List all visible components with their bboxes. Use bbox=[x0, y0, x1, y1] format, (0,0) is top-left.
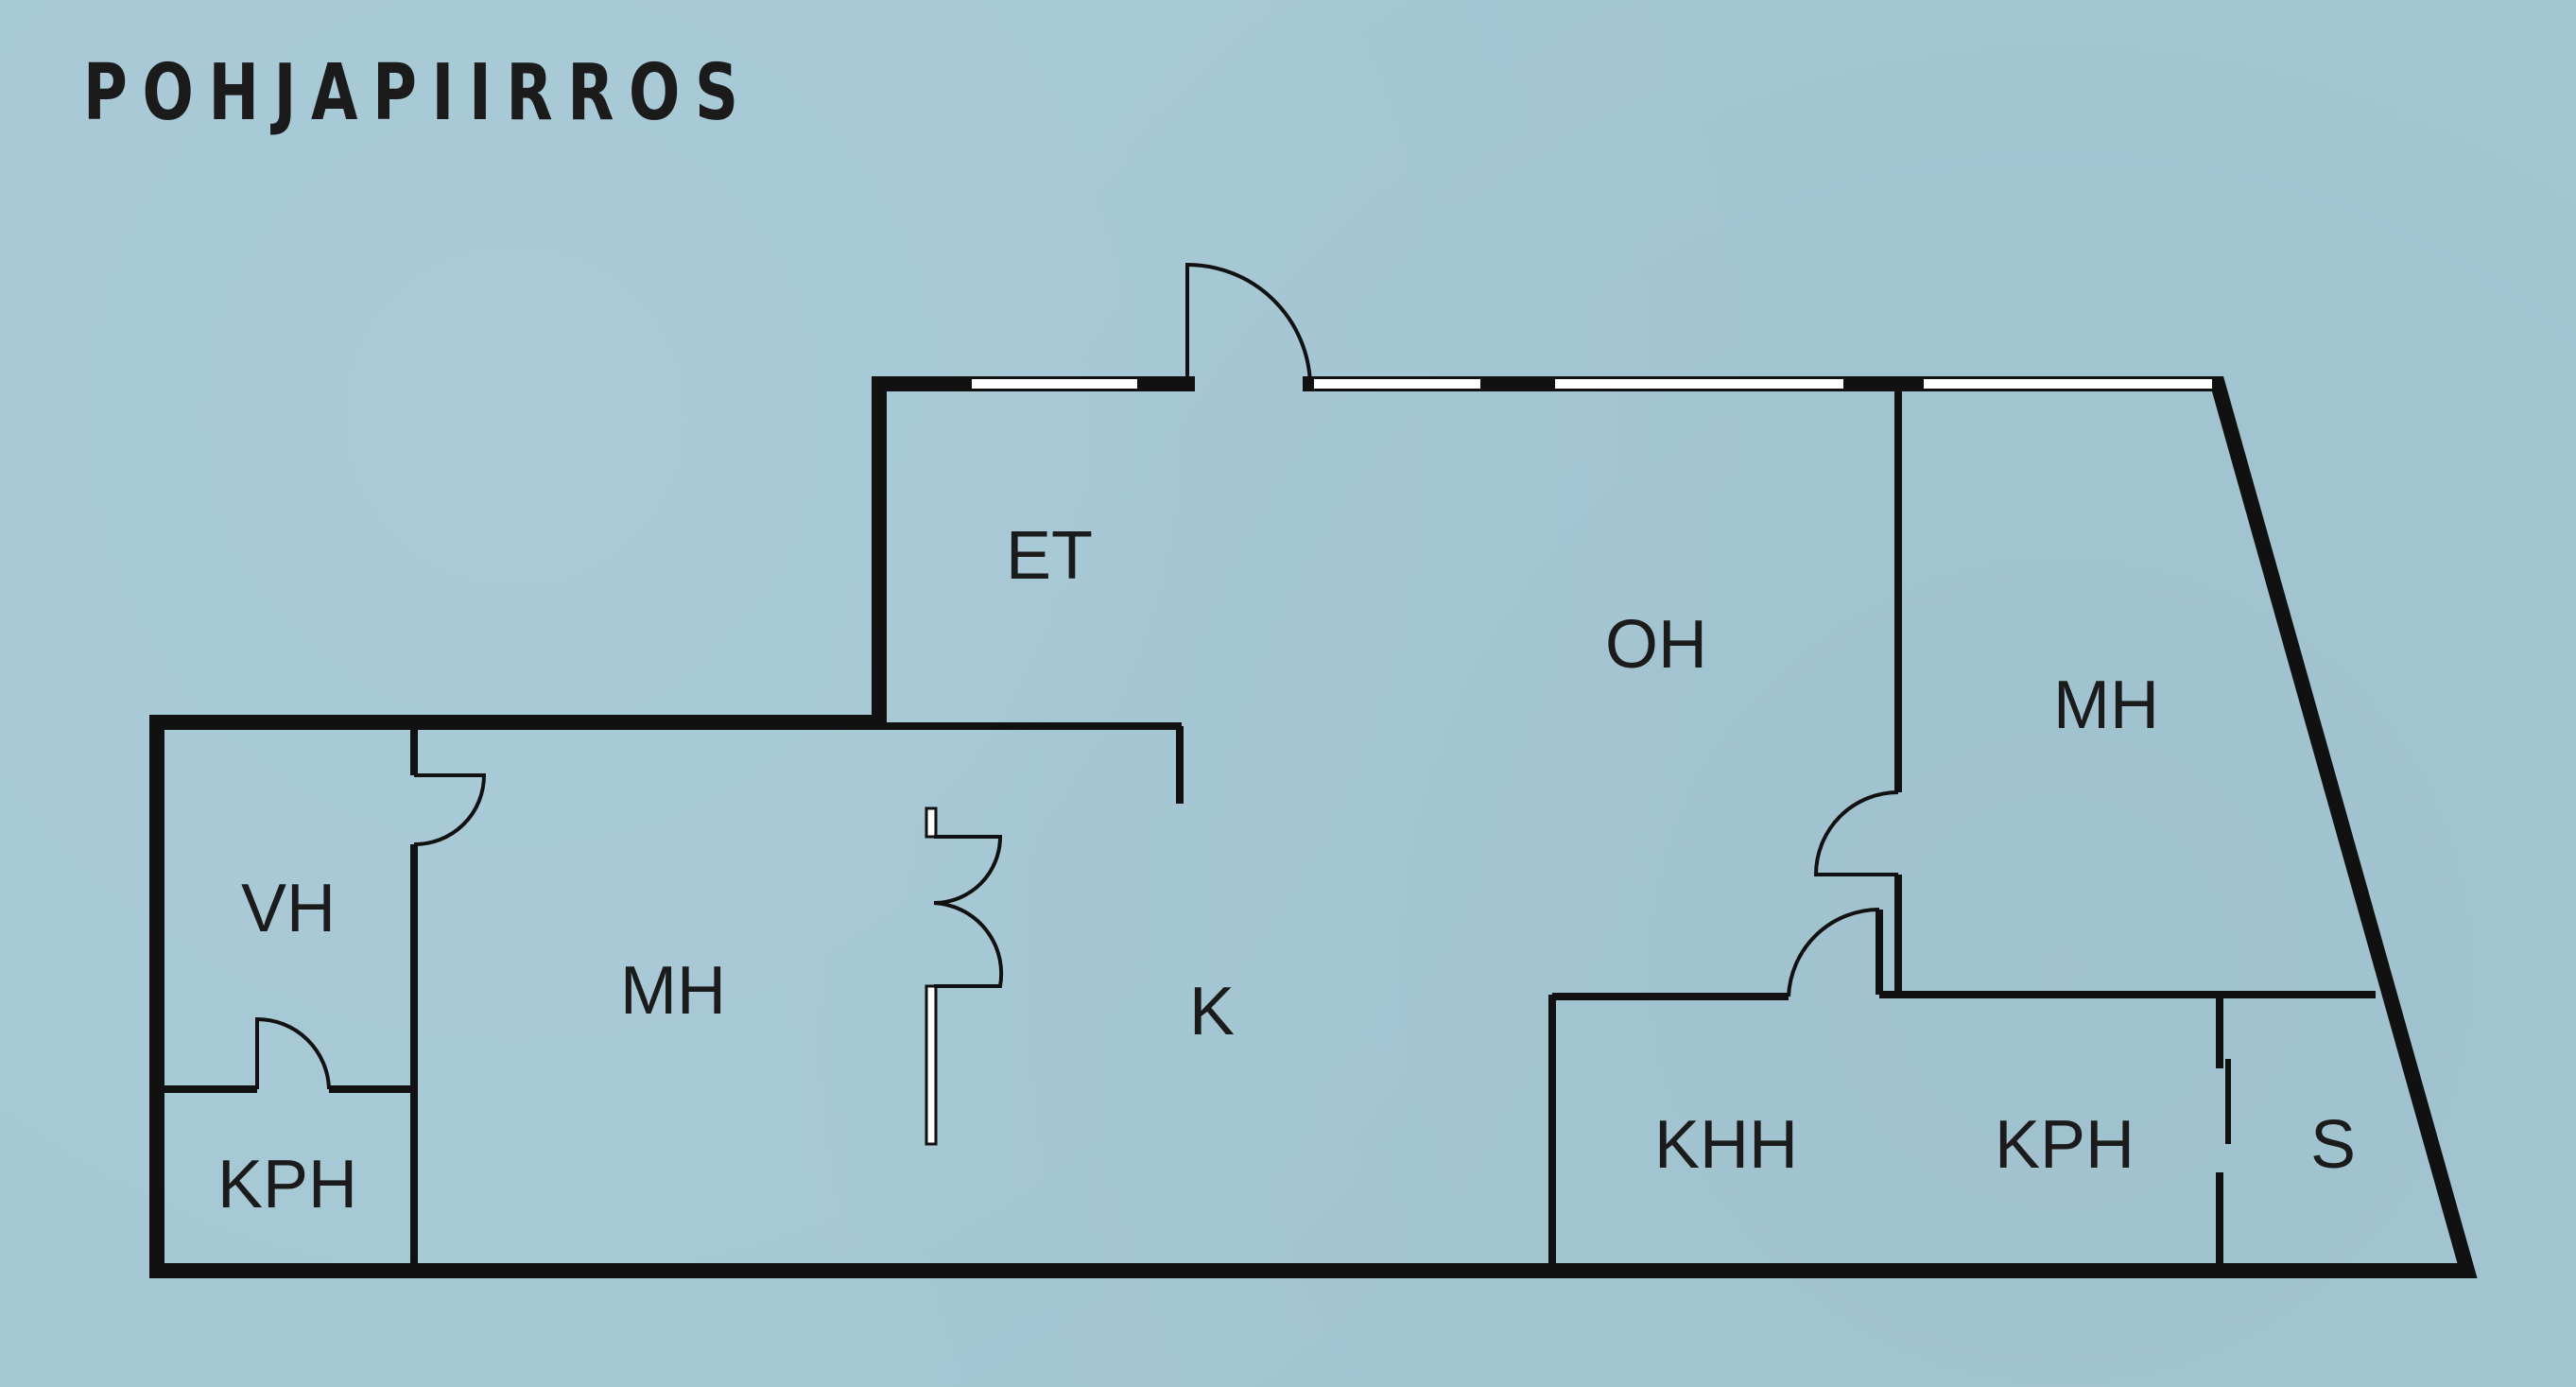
door-khh-icon bbox=[1787, 907, 1880, 997]
wardrobe-panel-lower bbox=[925, 984, 938, 1146]
window-2 bbox=[1314, 379, 1480, 389]
room-label-mh-left: MH bbox=[620, 953, 726, 1029]
page-title: POHJAPIIRROS bbox=[83, 48, 753, 138]
wardrobe-door-lower-icon bbox=[933, 901, 1004, 988]
window-4 bbox=[1924, 379, 2212, 389]
room-label-mh-right: MH bbox=[2053, 667, 2159, 743]
door-vh-icon bbox=[413, 773, 487, 847]
room-label-k: K bbox=[1189, 974, 1235, 1049]
windows bbox=[972, 379, 2212, 389]
window-3 bbox=[1555, 379, 1843, 389]
room-label-et: ET bbox=[1006, 518, 1093, 594]
wardrobe-door-upper-icon bbox=[933, 835, 1003, 905]
door-mh-right-icon bbox=[1813, 790, 1899, 876]
room-label-s: S bbox=[2310, 1107, 2356, 1183]
entrance-door-icon bbox=[1185, 262, 1312, 385]
room-label-oh: OH bbox=[1605, 607, 1707, 683]
interior-walls bbox=[161, 388, 2376, 1267]
room-label-khh: KHH bbox=[1654, 1107, 1798, 1183]
door-kph-left-icon bbox=[255, 1016, 331, 1090]
room-label-vh: VH bbox=[241, 871, 336, 946]
sliding-door-kph-s-icon bbox=[2225, 1059, 2231, 1144]
wardrobe bbox=[925, 806, 1004, 1146]
room-label-kph-right: KPH bbox=[1995, 1107, 2135, 1183]
room-labels: ET OH MH VH MH K KPH KHH KPH S bbox=[217, 518, 2356, 1222]
wardrobe-panel-upper bbox=[925, 806, 938, 839]
room-label-kph-left: KPH bbox=[217, 1147, 357, 1222]
doors bbox=[255, 262, 2231, 1144]
window-1 bbox=[972, 379, 1137, 389]
